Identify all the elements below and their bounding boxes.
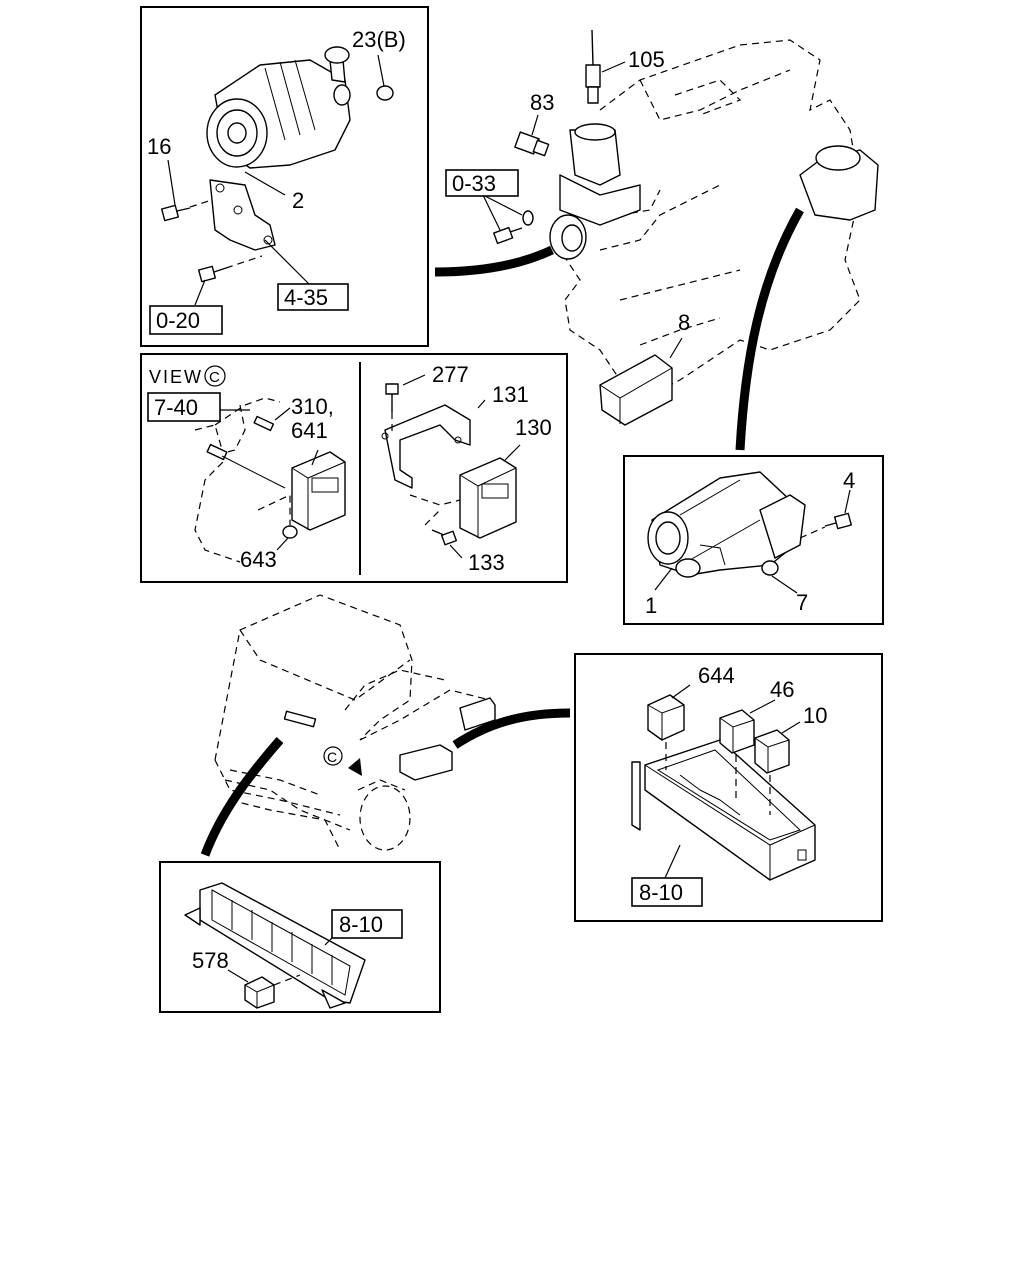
dash-panel-connector	[283, 710, 317, 728]
ref-box-0-33: 0-33	[445, 169, 519, 197]
callout-1: 1	[645, 593, 657, 618]
svg-text:C: C	[209, 369, 220, 386]
bolt-133	[409, 494, 463, 559]
engine-block	[559, 39, 861, 401]
engine-starter-location	[799, 145, 879, 221]
bolt-0-33	[482, 194, 534, 245]
nut-23b	[376, 54, 394, 101]
module-641	[291, 449, 346, 531]
arrow-alternator-to-engine	[434, 245, 554, 277]
svg-text:0-33: 0-33	[452, 171, 496, 196]
svg-text:4-35: 4-35	[284, 285, 328, 310]
callout-105: 105	[628, 47, 665, 72]
arrow-engine-to-starter	[735, 207, 804, 451]
svg-text:7-40: 7-40	[154, 395, 198, 420]
ref-box-4-35: 4-35	[277, 283, 349, 311]
callout-641: 641	[291, 418, 328, 443]
ref-box-0-20: 0-20	[149, 305, 223, 335]
callout-16: 16	[147, 134, 171, 159]
alternator-bracket	[209, 179, 276, 251]
relay-578	[227, 969, 301, 1009]
control-module-8	[599, 337, 683, 426]
ref-box-8-10-bottom: 8-10	[331, 909, 403, 939]
truck-cab	[214, 594, 491, 851]
callout-83: 83	[530, 90, 554, 115]
connector-310	[253, 407, 291, 432]
leader-8-10-right	[664, 844, 681, 879]
callout-131: 131	[492, 382, 529, 407]
starter-panel	[623, 455, 884, 625]
relay-46	[719, 699, 776, 800]
screw-277	[385, 374, 426, 432]
view-label: VIEW	[149, 367, 203, 387]
svg-text:8-10: 8-10	[339, 912, 383, 937]
fuse-box-panel	[159, 861, 441, 1013]
arrow-truck-to-bottom-box	[200, 737, 284, 857]
callout-133: 133	[468, 550, 505, 575]
relay-10	[754, 721, 801, 815]
nut-7	[761, 560, 798, 594]
bracket-131	[381, 399, 486, 489]
callout-4: 4	[843, 468, 855, 493]
view-c-marker-truck	[323, 746, 362, 776]
callout-2: 2	[292, 188, 304, 213]
leader-1	[654, 567, 673, 591]
starter-motor	[647, 471, 806, 578]
bolt-16	[160, 159, 213, 222]
alternator	[206, 46, 351, 169]
callout-644: 644	[698, 663, 735, 688]
callout-643: 643	[240, 547, 277, 572]
callout-310: 310,	[291, 394, 334, 419]
ref-box-7-40: 7-40	[147, 392, 221, 422]
relay-box-panel	[574, 653, 883, 922]
svg-text:0-20: 0-20	[156, 308, 200, 333]
callout-23b: 23(B)	[352, 27, 406, 52]
bolt-4	[799, 489, 853, 539]
leader-2	[244, 171, 286, 196]
nut-643	[257, 494, 298, 551]
leader-4-35	[264, 239, 311, 286]
water-outlet	[549, 214, 587, 260]
arrow-truck-to-relay-box	[452, 708, 571, 749]
truck-relay-connector	[399, 697, 496, 781]
view-c-circle: C	[204, 365, 226, 387]
cab-panel	[194, 397, 286, 563]
callout-277: 277	[432, 362, 469, 387]
thermostat-housing	[559, 123, 641, 226]
view-c-panel	[140, 353, 568, 583]
callout-130: 130	[515, 415, 552, 440]
bolt-0-20	[194, 255, 263, 306]
callout-578: 578	[192, 948, 229, 973]
svg-text:8-10: 8-10	[639, 880, 683, 905]
sensor-83	[514, 114, 550, 157]
truck-view-marker: C	[327, 749, 337, 765]
callout-46: 46	[770, 677, 794, 702]
callout-10: 10	[803, 703, 827, 728]
alternator-panel	[140, 6, 429, 347]
fuse-box-bottom	[184, 882, 366, 1009]
callout-7: 7	[796, 590, 808, 615]
module-130	[459, 444, 521, 539]
relay-644	[647, 684, 691, 770]
temperature-sender-105	[585, 29, 626, 104]
ref-box-8-10-right: 8-10	[631, 877, 703, 907]
callout-8: 8	[678, 310, 690, 335]
